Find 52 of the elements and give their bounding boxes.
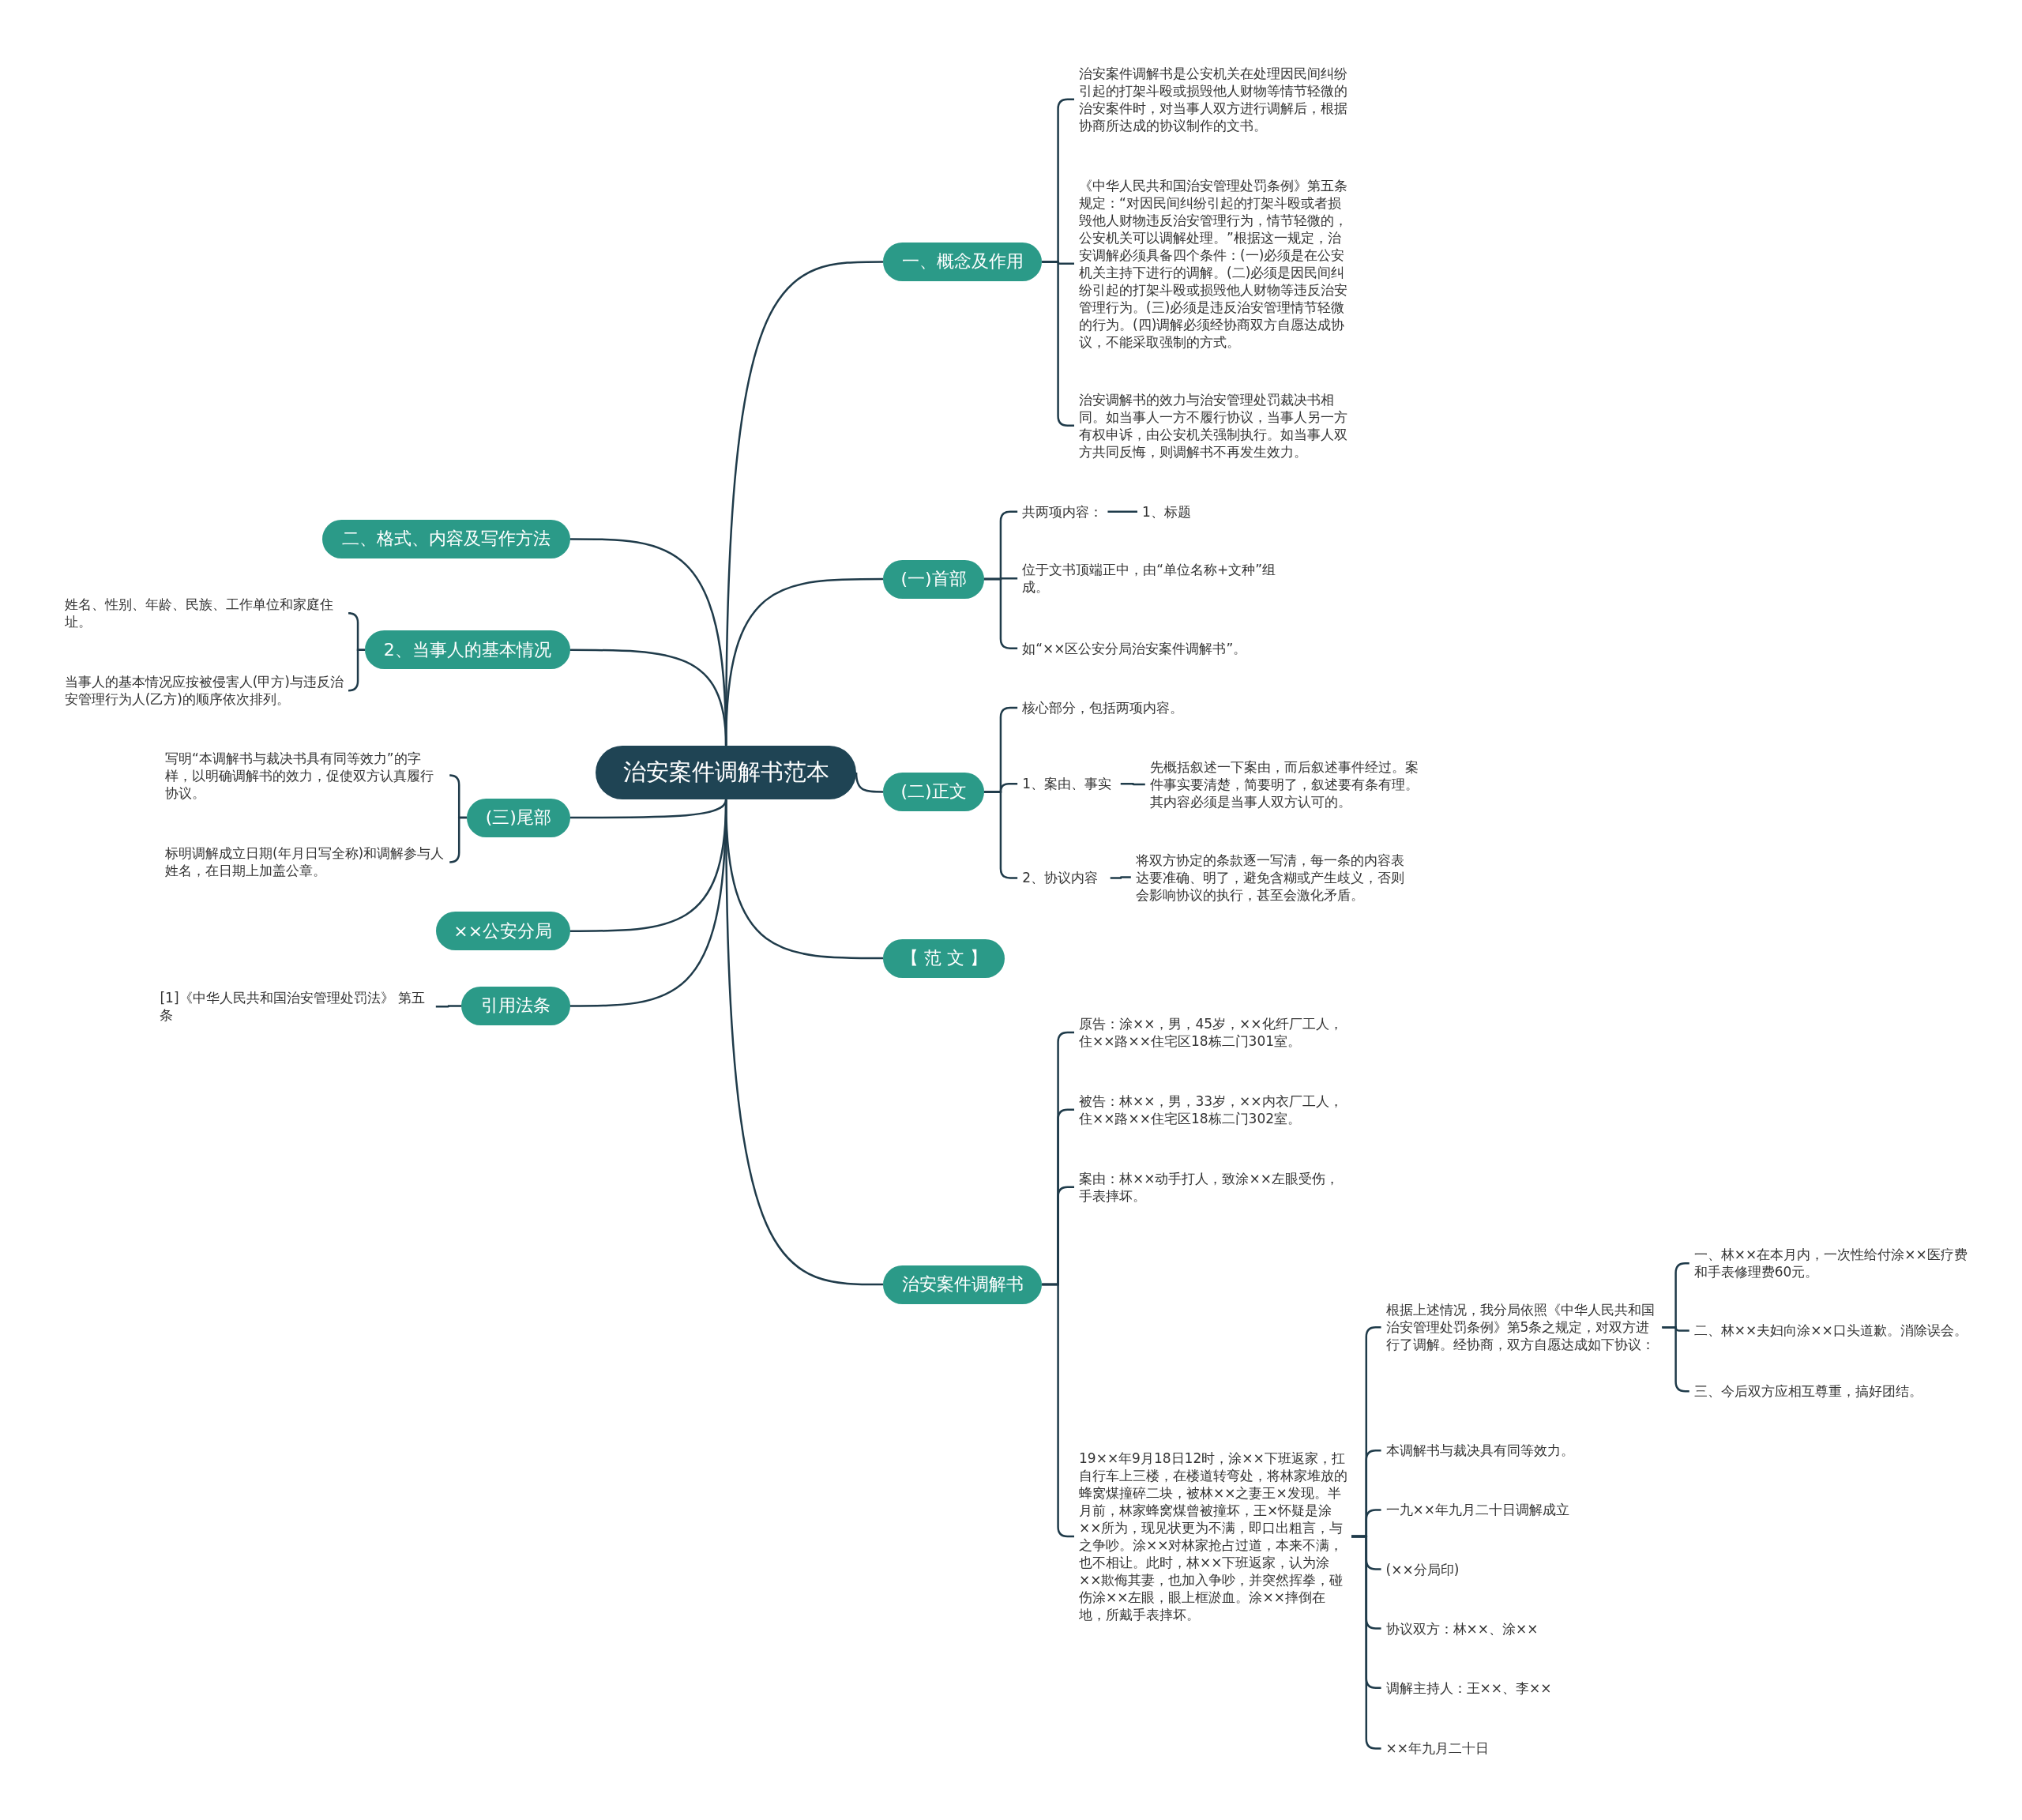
topic-pill: ××公安分局 [435, 912, 570, 951]
topic-pill: (三)尾部 [467, 798, 570, 837]
topic-text: 原告：涂××，男，45岁，××化纤厂工人，住××路××住宅区18栋二门301室。 [1074, 1014, 1345, 1050]
topic-text: 调解主持人：王××、李×× [1381, 1679, 1588, 1697]
topic-text: 2、协议内容 [1017, 869, 1111, 887]
connector-line [569, 799, 727, 1007]
topic-text: 治安调解书的效力与治安管理处罚裁决书相同。如当事人一方不履行协议，当事人另一方有权申诉，由公安机关强制执行。如当事人双方共同反悔，则调解书不再发生效力。 [1074, 390, 1351, 461]
topic-pill: (一)首部 [883, 559, 984, 599]
topic-text: 共两项内容： [1017, 502, 1108, 521]
topic-text: 1、案由、事实 [1017, 775, 1121, 793]
topic-text: 协议双方：林××、涂×× [1381, 1619, 1588, 1638]
topic-text: 19××年9月18日12时，涂××下班返家，扛自行车上三楼，在楼道转弯处，将林家堆放的蜂窝煤撞碎二块，被林××之妻王×发现。半月前，林家蜂窝煤曾被撞坏，王×怀疑是涂××所为，现见状更为不满，即口出粗言，与之争吵。涂××对林家抢占过道，本来不满，也不相让。此时，林××下班返家，认为涂××欺侮其妻，也加入争吵，并突然挥拳，碰伤涂××左眼，眼上框淤血。涂××摔倒在地，所戴手表摔坏。 [1074, 1450, 1351, 1624]
topic-pill: 治安案件调解书 [883, 1265, 1043, 1304]
topic-text: 姓名、性别、年龄、民族、工作单位和家庭住址。 [64, 596, 351, 631]
topic-pill: 二、格式、内容及写作方法 [322, 519, 570, 558]
connector-line [1107, 510, 1137, 513]
connector-line [347, 649, 366, 692]
topic-text: 位于文书顶端正中，由“单位名称+文种”组成。 [1017, 561, 1295, 596]
topic-text: 二、林××夫妇向涂××口头道歉。消除误会。 [1689, 1322, 1986, 1340]
topic-text: 《中华人民共和国治安管理处罚条例》第五条规定：“对因民间纠纷引起的打架斗殴或者损毁他人财物违反治安管理行为，情节轻微的，公安机关可以调解处理。”根据这一规定，治安调解必须具备四个条件：(一)必须是在公安机关主持下进行的调解。(二)必须是因民间纠纷引起的打架斗殴或损毁他人财物等违反治安管理行为。(三)必须是违反治安管理情节轻微的行为。(四)调解必须经协商双方自愿达成协议，不能采取强制的方式。 [1074, 176, 1351, 351]
topic-pill: 引用法条 [461, 986, 570, 1025]
topic-text: 当事人的基本情况应按被侵害人(甲方)与违反治安管理行为人(乙方)的顺序依次排列。 [64, 673, 351, 709]
connector-line [1120, 782, 1145, 786]
topic-text: [1]《中华人民共和国治安管理处罚法》 第五条 [160, 989, 436, 1025]
topic-text: 先概括叙述一下案由，而后叙述事件经过。案件事实要清楚，简要明了，叙述要有条有理。其内容必须是当事人双方认可的。 [1144, 758, 1426, 810]
topic-text: ××年九月二十日 [1381, 1739, 1536, 1758]
connector-line [435, 1005, 462, 1008]
topic-text: 根据上述情况，我分局依照《中华人民共和国治安管理处罚条例》第5条之规定，对双方进行了调解。经协商，双方自愿达成如下协议： [1381, 1301, 1663, 1354]
connector-line [448, 816, 467, 863]
topic-pill: 【 范 文 】 [883, 938, 1005, 978]
topic-text: 1、标题 [1137, 502, 1215, 521]
topic-text: 一、林××在本月内，一次性给付涂××医疗费和手表修理费60元。 [1689, 1246, 1971, 1281]
topic-text: 本调解书与裁决具有同等效力。 [1381, 1442, 1614, 1460]
topic-text: 案由：林××动手打人，致涂××左眼受伤，手表摔坏。 [1074, 1169, 1351, 1205]
connector-line [569, 649, 727, 746]
topic-text: 写明“本调解书与裁决书具有同等效力”的字样，以明确调解书的效力，促使双方认真履行协议。 [164, 749, 452, 802]
connector-line [855, 772, 884, 793]
topic-text: 一九××年九月二十日调解成立 [1381, 1501, 1614, 1519]
topic-text: 将双方协定的条款逐一写清，每一条的内容表达要准确、明了，避免含糊或产生歧义，否则会影响协议的执行，甚至会激化矛盾。 [1130, 851, 1412, 904]
topic-text: 标明调解成立日期(年月日写全称)和调解参与人姓名，在日期上加盖公章。 [164, 844, 452, 880]
topic-pill: 2、当事人的基本情况 [365, 630, 570, 670]
connector-line [569, 799, 727, 819]
topic-text: 治安案件调解书是公安机关在处理因民间纠纷引起的打架斗殴或损毁他人财物等情节轻微的治安案件时，对当事人双方进行调解后，根据协商所达成的协议制作的文书。 [1074, 64, 1351, 134]
topic-text: 如“××区公安分局治安案件调解书”。 [1017, 639, 1269, 657]
connector-line [1110, 876, 1131, 879]
topic-text: 被告：林××，男，33岁，××内衣厂工人，住××路××住宅区18栋二门302室。 [1074, 1092, 1345, 1127]
topic-text: (××分局印) [1381, 1560, 1510, 1578]
central-topic: 治安案件调解书范本 [596, 745, 857, 800]
topic-text: 核心部分，包括两项内容。 [1017, 698, 1198, 716]
topic-text: 三、今后双方应相互尊重，搞好团结。 [1689, 1382, 1948, 1401]
topic-pill: 一、概念及作用 [883, 242, 1043, 281]
topic-pill: (二)正文 [883, 772, 984, 811]
